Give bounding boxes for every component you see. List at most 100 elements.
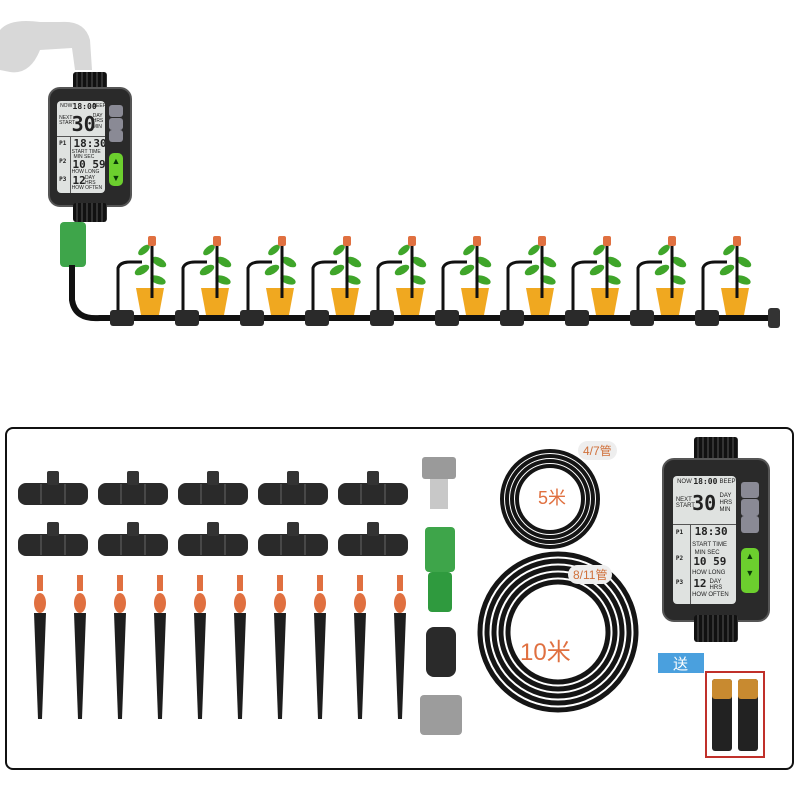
leaf <box>541 256 557 268</box>
pot <box>136 288 164 315</box>
pot <box>331 288 359 315</box>
battery-box <box>705 671 765 758</box>
threaded-adapter-gray <box>420 695 462 735</box>
timer-outlet-thread <box>73 202 107 222</box>
leaf <box>329 264 345 276</box>
leaf <box>280 275 296 285</box>
drip-line <box>311 260 337 318</box>
drip-line <box>441 260 467 318</box>
up-button[interactable]: ▲ <box>111 156 121 167</box>
plant-pot <box>240 236 297 326</box>
lcd-how-long: 10 59 <box>72 158 106 172</box>
leaf <box>138 244 150 256</box>
dripper-head <box>148 236 156 246</box>
tee-connector <box>110 310 134 326</box>
quick-connector-green <box>425 527 455 612</box>
down-button[interactable]: ▼ <box>745 568 755 579</box>
leaf <box>394 264 410 276</box>
drip-stake <box>114 575 126 719</box>
timer-body: NOW 18:00 BEEP NEXT START 30 DAY HRS MIN… <box>662 457 770 622</box>
manual-button[interactable] <box>109 105 123 118</box>
kit-drawing <box>18 449 765 758</box>
lcd-how-often-label: HOW OFTEN <box>692 591 729 598</box>
diagram-drawing <box>0 21 780 328</box>
tap-button[interactable] <box>109 117 123 130</box>
faucet-adapter-gray <box>422 457 456 509</box>
leaf <box>528 244 540 256</box>
leaf <box>593 244 605 256</box>
plant-pot <box>110 236 167 326</box>
leaf <box>606 256 622 268</box>
tee-connector <box>18 471 88 505</box>
tee-connector <box>370 310 394 326</box>
lcd-how-often-units: DAY HRS <box>709 579 723 592</box>
manual-button[interactable] <box>740 481 759 499</box>
lcd-how-long: 10 59 <box>693 554 727 568</box>
down-button[interactable]: ▼ <box>111 173 121 184</box>
tee-connector <box>98 522 168 556</box>
leaf <box>589 264 605 276</box>
gift-badge-bg <box>658 653 704 673</box>
drip-stake <box>314 575 326 719</box>
drip-line <box>116 260 142 318</box>
dripper-head <box>343 236 351 246</box>
lcd-divider <box>689 524 691 604</box>
lcd-divider <box>69 135 71 194</box>
mode-button[interactable] <box>740 516 759 533</box>
dripper-head <box>733 236 741 246</box>
plant-pot <box>565 236 622 326</box>
tap-button[interactable] <box>740 499 759 516</box>
timer-lcd: NOW 18:00 BEEP NEXT START 30 DAY HRS MIN… <box>673 475 736 604</box>
up-down-buttons[interactable]: ▲ ▼ <box>109 153 123 186</box>
small-hose-coil <box>500 449 600 549</box>
tee-connector <box>338 522 408 556</box>
lcd-how-long-label: HOW LONG <box>71 169 100 176</box>
leaf <box>150 275 166 285</box>
water-timer-top: NOW 18:00 BEEP NEXT START 30 DAY HRS MIN… <box>48 72 132 222</box>
leaf <box>540 275 556 285</box>
leaf <box>736 256 752 268</box>
leaf <box>459 264 475 276</box>
lcd-countdown: 30 <box>692 490 717 515</box>
lcd-next-start: NEXT START <box>59 115 76 127</box>
leaf <box>151 256 167 268</box>
lcd-clock: 18:00 <box>72 101 97 111</box>
leaf <box>411 256 427 268</box>
tee-connector <box>240 310 264 326</box>
tee-connector <box>178 522 248 556</box>
lcd-now: NOW <box>60 103 73 110</box>
lcd-min-sec: MIN SEC <box>73 154 95 161</box>
dripper-head <box>213 236 221 246</box>
up-button[interactable]: ▲ <box>745 551 755 562</box>
lcd-beep: BEEP <box>719 479 736 486</box>
drip-stake <box>74 575 86 719</box>
lcd-p2: P2 <box>59 158 67 166</box>
plant-pot <box>500 236 557 326</box>
drip-line <box>701 260 727 318</box>
tee-connector <box>565 310 589 326</box>
large-hose-length: 10米 <box>520 639 571 666</box>
up-down-buttons[interactable]: ▲ ▼ <box>740 548 759 594</box>
leaf <box>735 275 751 285</box>
leaf <box>476 256 492 268</box>
lcd-min-sec: MIN SEC <box>694 549 720 556</box>
timer-inlet-nut <box>73 72 107 92</box>
lcd-how-often: 12 <box>693 576 707 590</box>
mode-button[interactable] <box>109 130 123 143</box>
drip-stake <box>194 575 206 719</box>
leaf <box>658 244 670 256</box>
lcd-clock: 18:00 <box>693 476 718 486</box>
hose-end-cap-black <box>426 627 456 677</box>
small-hose-length: 5米 <box>538 488 567 508</box>
lcd-now: NOW <box>677 479 692 486</box>
drip-line <box>506 260 532 318</box>
timer-outlet-thread <box>694 615 738 642</box>
timer-buttons: ▲ ▼ <box>740 481 759 600</box>
timer-lcd: NOW 18:00 BEEP NEXT START 30 DAY HRS MIN… <box>57 100 106 194</box>
leaf <box>475 275 491 285</box>
tee-connector <box>258 522 328 556</box>
tee-connector <box>258 471 328 505</box>
lcd-units: DAY HRS MIN <box>719 493 733 513</box>
drip-stake <box>34 575 46 719</box>
pot <box>396 288 424 315</box>
